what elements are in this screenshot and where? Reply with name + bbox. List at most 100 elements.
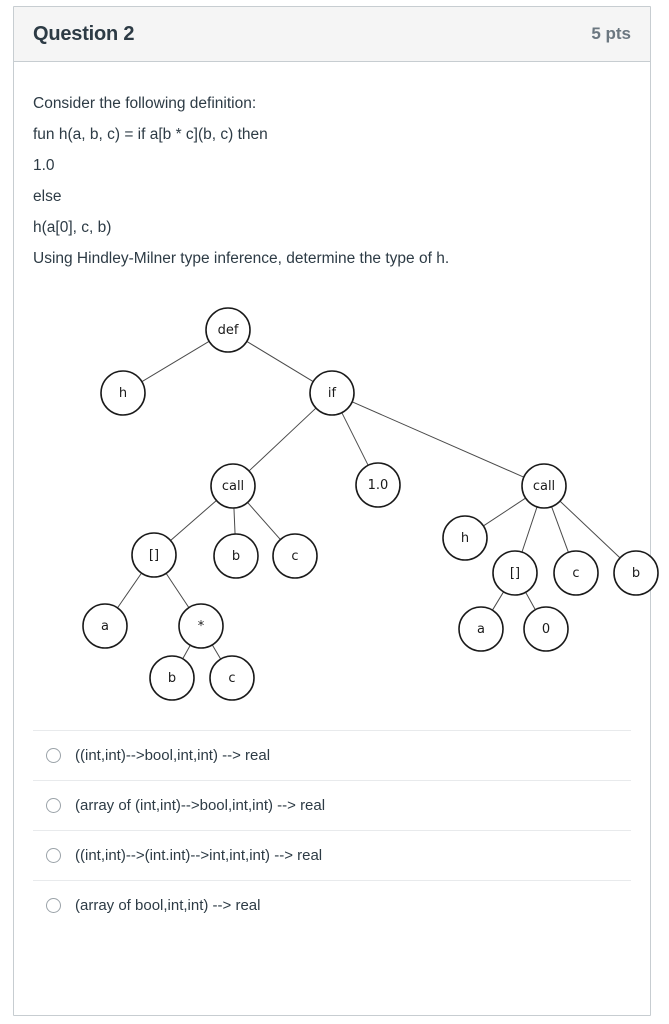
tree-edge <box>165 573 190 608</box>
tree-node-circle <box>178 603 224 649</box>
tree-node-circle <box>355 462 401 508</box>
tree-node-circle <box>613 550 659 596</box>
tree-node-circle <box>272 533 318 579</box>
tree-node-circle <box>492 550 538 596</box>
tree-node-circle <box>100 370 146 416</box>
tree-node-circle <box>205 307 251 353</box>
tree-edge <box>551 506 569 553</box>
answer-option-label: ((int,int)-->(int.int)-->int,int,int) --… <box>75 847 323 864</box>
tree-node-circle <box>213 533 259 579</box>
tree-edge <box>246 340 314 383</box>
answer-option[interactable]: (array of bool,int,int) --> real <box>33 880 631 930</box>
prompt-line: Using Hindley-Milner type inference, det… <box>33 250 450 267</box>
tree-edge <box>341 412 369 466</box>
tree-node: h <box>100 370 146 416</box>
tree-node: call <box>521 463 567 509</box>
tree-node-label: b <box>632 566 640 581</box>
prompt-line: Consider the following definition: <box>33 95 257 112</box>
tree-node-label: [] <box>149 548 159 563</box>
tree-node: [] <box>131 532 177 578</box>
tree-edge <box>233 507 236 535</box>
tree-node: 0 <box>523 606 569 652</box>
tree-node-label: 1.0 <box>368 478 389 493</box>
tree-node-circle <box>82 603 128 649</box>
page-title: Question 2 <box>33 22 135 45</box>
tree-node-label: def <box>218 323 239 338</box>
tree-edge <box>559 500 621 559</box>
question-card: Question 2 5 pts Consider the following … <box>13 6 659 1016</box>
tree-node: c <box>209 655 255 701</box>
question-header: Question 2 5 pts <box>14 7 650 62</box>
tree-edge <box>211 644 222 660</box>
prompt-line: 1.0 <box>33 157 55 174</box>
radio-button-icon[interactable] <box>46 848 61 863</box>
tree-node: [] <box>492 550 538 596</box>
radio-button-icon[interactable] <box>46 898 61 913</box>
tree-node: b <box>213 533 259 579</box>
tree-edge <box>248 407 317 472</box>
answer-option[interactable]: ((int,int)-->bool,int,int) --> real <box>33 730 631 780</box>
tree-node: b <box>149 655 195 701</box>
tree-node-circle <box>523 606 569 652</box>
syntax-tree-diagram: def h if call 1.0 call [] b c h [] c b a * a 0 b c <box>33 302 659 722</box>
prompt-line: fun h(a, b, c) = if a[b * c](b, c) then <box>33 126 268 143</box>
tree-node-circle <box>309 370 355 416</box>
tree-edge <box>525 592 536 610</box>
tree-node: * <box>178 603 224 649</box>
tree-node-label: call <box>533 479 555 494</box>
points-badge: 5 pts <box>591 24 631 43</box>
tree-node: 1.0 <box>355 462 401 508</box>
tree-edge <box>182 644 191 660</box>
tree-edge <box>170 500 217 541</box>
tree-edge <box>141 340 210 383</box>
tree-node-circle <box>458 606 504 652</box>
tree-node: c <box>272 533 318 579</box>
tree-node-label: if <box>328 386 337 401</box>
answer-option[interactable]: (array of (int,int)-->bool,int,int) --> … <box>33 780 631 830</box>
tree-edge <box>491 591 505 611</box>
tree-node-circle <box>131 532 177 578</box>
tree-node: if <box>309 370 355 416</box>
tree-node: a <box>458 606 504 652</box>
tree-edge <box>521 506 538 553</box>
tree-node-label: c <box>228 671 235 686</box>
radio-button-icon[interactable] <box>46 798 61 813</box>
tree-node-label: h <box>119 386 127 401</box>
tree-node-label: [] <box>510 566 520 581</box>
tree-node: b <box>613 550 659 596</box>
syntax-tree-svg: def h if call 1.0 call [] b c h [] c b a * a 0 b c <box>82 307 659 701</box>
prompt-line: else <box>33 188 62 205</box>
tree-node: call <box>210 463 256 509</box>
tree-edge <box>247 502 281 540</box>
answer-options-list: ((int,int)-->bool,int,int) --> real (arr… <box>33 730 631 930</box>
tree-node: a <box>82 603 128 649</box>
tree-node-label: 0 <box>542 622 550 637</box>
question-body: Consider the following definition: fun h… <box>14 62 659 930</box>
tree-node-label: a <box>477 622 485 637</box>
tree-node-circle <box>209 655 255 701</box>
tree-node-label: a <box>101 619 109 634</box>
tree-node-circle <box>149 655 195 701</box>
answer-option-label: (array of (int,int)-->bool,int,int) --> … <box>75 797 326 814</box>
tree-node: c <box>553 550 599 596</box>
tree-node-label: h <box>461 531 469 546</box>
tree-edge <box>351 401 525 478</box>
tree-edge <box>117 572 142 609</box>
answer-option-label: ((int,int)-->bool,int,int) --> real <box>75 747 271 764</box>
tree-node-group: def h if call 1.0 call [] b c h [] c b a * a 0 b c <box>82 307 659 701</box>
answer-option-label: (array of bool,int,int) --> real <box>75 897 261 914</box>
tree-node: h <box>442 515 488 561</box>
tree-node-label: call <box>222 479 244 494</box>
tree-node-circle <box>442 515 488 561</box>
tree-edge <box>483 497 526 527</box>
answer-option[interactable]: ((int,int)-->(int.int)-->int,int,int) --… <box>33 830 631 880</box>
radio-button-icon[interactable] <box>46 748 61 763</box>
question-prompt: Consider the following definition: fun h… <box>33 88 631 274</box>
prompt-line: h(a[0], c, b) <box>33 219 112 236</box>
tree-node-label: b <box>232 549 240 564</box>
tree-edge-group <box>117 340 621 660</box>
tree-node-label: c <box>572 566 579 581</box>
tree-node-circle <box>521 463 567 509</box>
tree-node-circle <box>210 463 256 509</box>
tree-node-label: c <box>291 549 298 564</box>
